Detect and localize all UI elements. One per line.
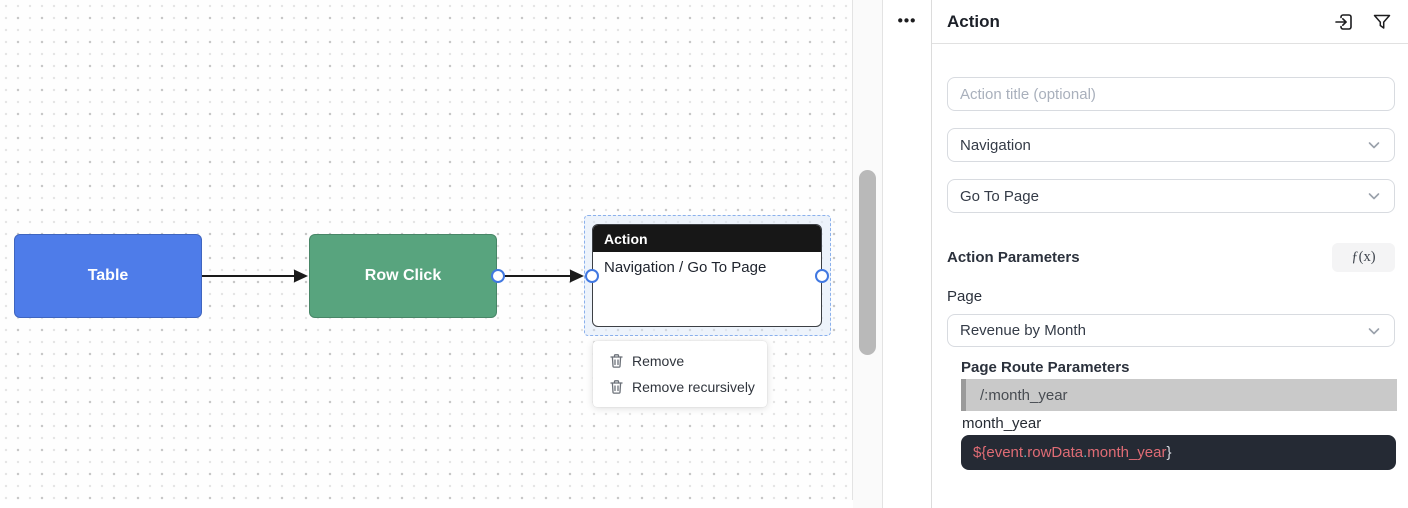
panel-title: Action [947,11,1000,31]
table-node[interactable]: Table [14,234,202,318]
page-route-parameters-heading: Page Route Parameters [961,359,1130,376]
scrollbar-thumb[interactable] [859,170,876,355]
panel-body: Navigation Go To Page Action Parameters … [932,44,1408,508]
param-name-label: month_year [962,415,1042,432]
row-click-node[interactable]: Row Click [309,234,505,318]
canvas-scrollbar [853,0,883,508]
panel-toolbar-strip: ••• [883,0,932,508]
code-token: event [986,444,1024,461]
filter-icon[interactable] [1372,12,1392,32]
action-parameters-row: Action Parameters ƒ(x) [947,243,1395,272]
action-node-title: Action [604,230,648,247]
trash-icon [610,380,623,394]
menu-item-remove[interactable]: Remove [593,348,767,374]
action-title-input[interactable] [960,85,1382,103]
action-subtype-select[interactable]: Go To Page [947,179,1395,213]
action-node-subtitle: Navigation / Go To Page [604,259,767,276]
action-subtype-value: Go To Page [960,187,1039,205]
code-token: rowData [1027,444,1084,461]
page-select[interactable]: Revenue by Month [947,314,1395,347]
row-click-node-label: Row Click [364,267,442,284]
fx-button[interactable]: ƒ(x) [1332,243,1395,272]
code-token: . [1083,444,1088,461]
trash-icon [610,354,623,368]
menu-item-remove-recursively[interactable]: Remove recursively [593,374,767,400]
flow-canvas[interactable]: Table Row Click Action Navigation / Go T… [0,0,853,500]
chevron-down-icon [1366,137,1382,153]
route-pattern-display: /:month_year [961,379,1397,411]
code-token: } [1166,444,1172,461]
page-label: Page [947,288,983,305]
chevron-down-icon [1366,323,1382,339]
panel-header: Action [932,0,1408,44]
action-output-handle[interactable] [815,269,829,283]
code-token: . [1023,444,1028,461]
menu-item-remove-recursively-label: Remove recursively [632,379,755,395]
more-options-button[interactable]: ••• [897,12,917,30]
action-input-handle[interactable] [585,269,599,283]
action-settings-panel: Action [932,0,1408,508]
code-token: ${ [973,444,987,461]
action-title-field[interactable] [947,77,1395,111]
table-node-label: Table [87,267,129,284]
menu-item-remove-label: Remove [632,353,685,369]
chevron-down-icon [1366,188,1382,204]
import-icon[interactable] [1333,11,1355,33]
action-type-value: Navigation [960,136,1031,154]
action-type-select[interactable]: Navigation [947,128,1395,162]
action-node[interactable]: Action Navigation / Go To Page [592,224,822,327]
node-context-menu: Remove Remove recursively [593,341,767,407]
action-parameters-heading: Action Parameters [947,249,1080,266]
page-select-value: Revenue by Month [960,322,1086,339]
param-code-input[interactable]: ${event.rowData.month_year} [961,435,1396,470]
action-node-header: Action [593,225,821,252]
code-token: month_year [1087,444,1167,461]
route-pattern-value: /:month_year [980,386,1068,404]
row-click-output-handle[interactable] [491,269,505,283]
